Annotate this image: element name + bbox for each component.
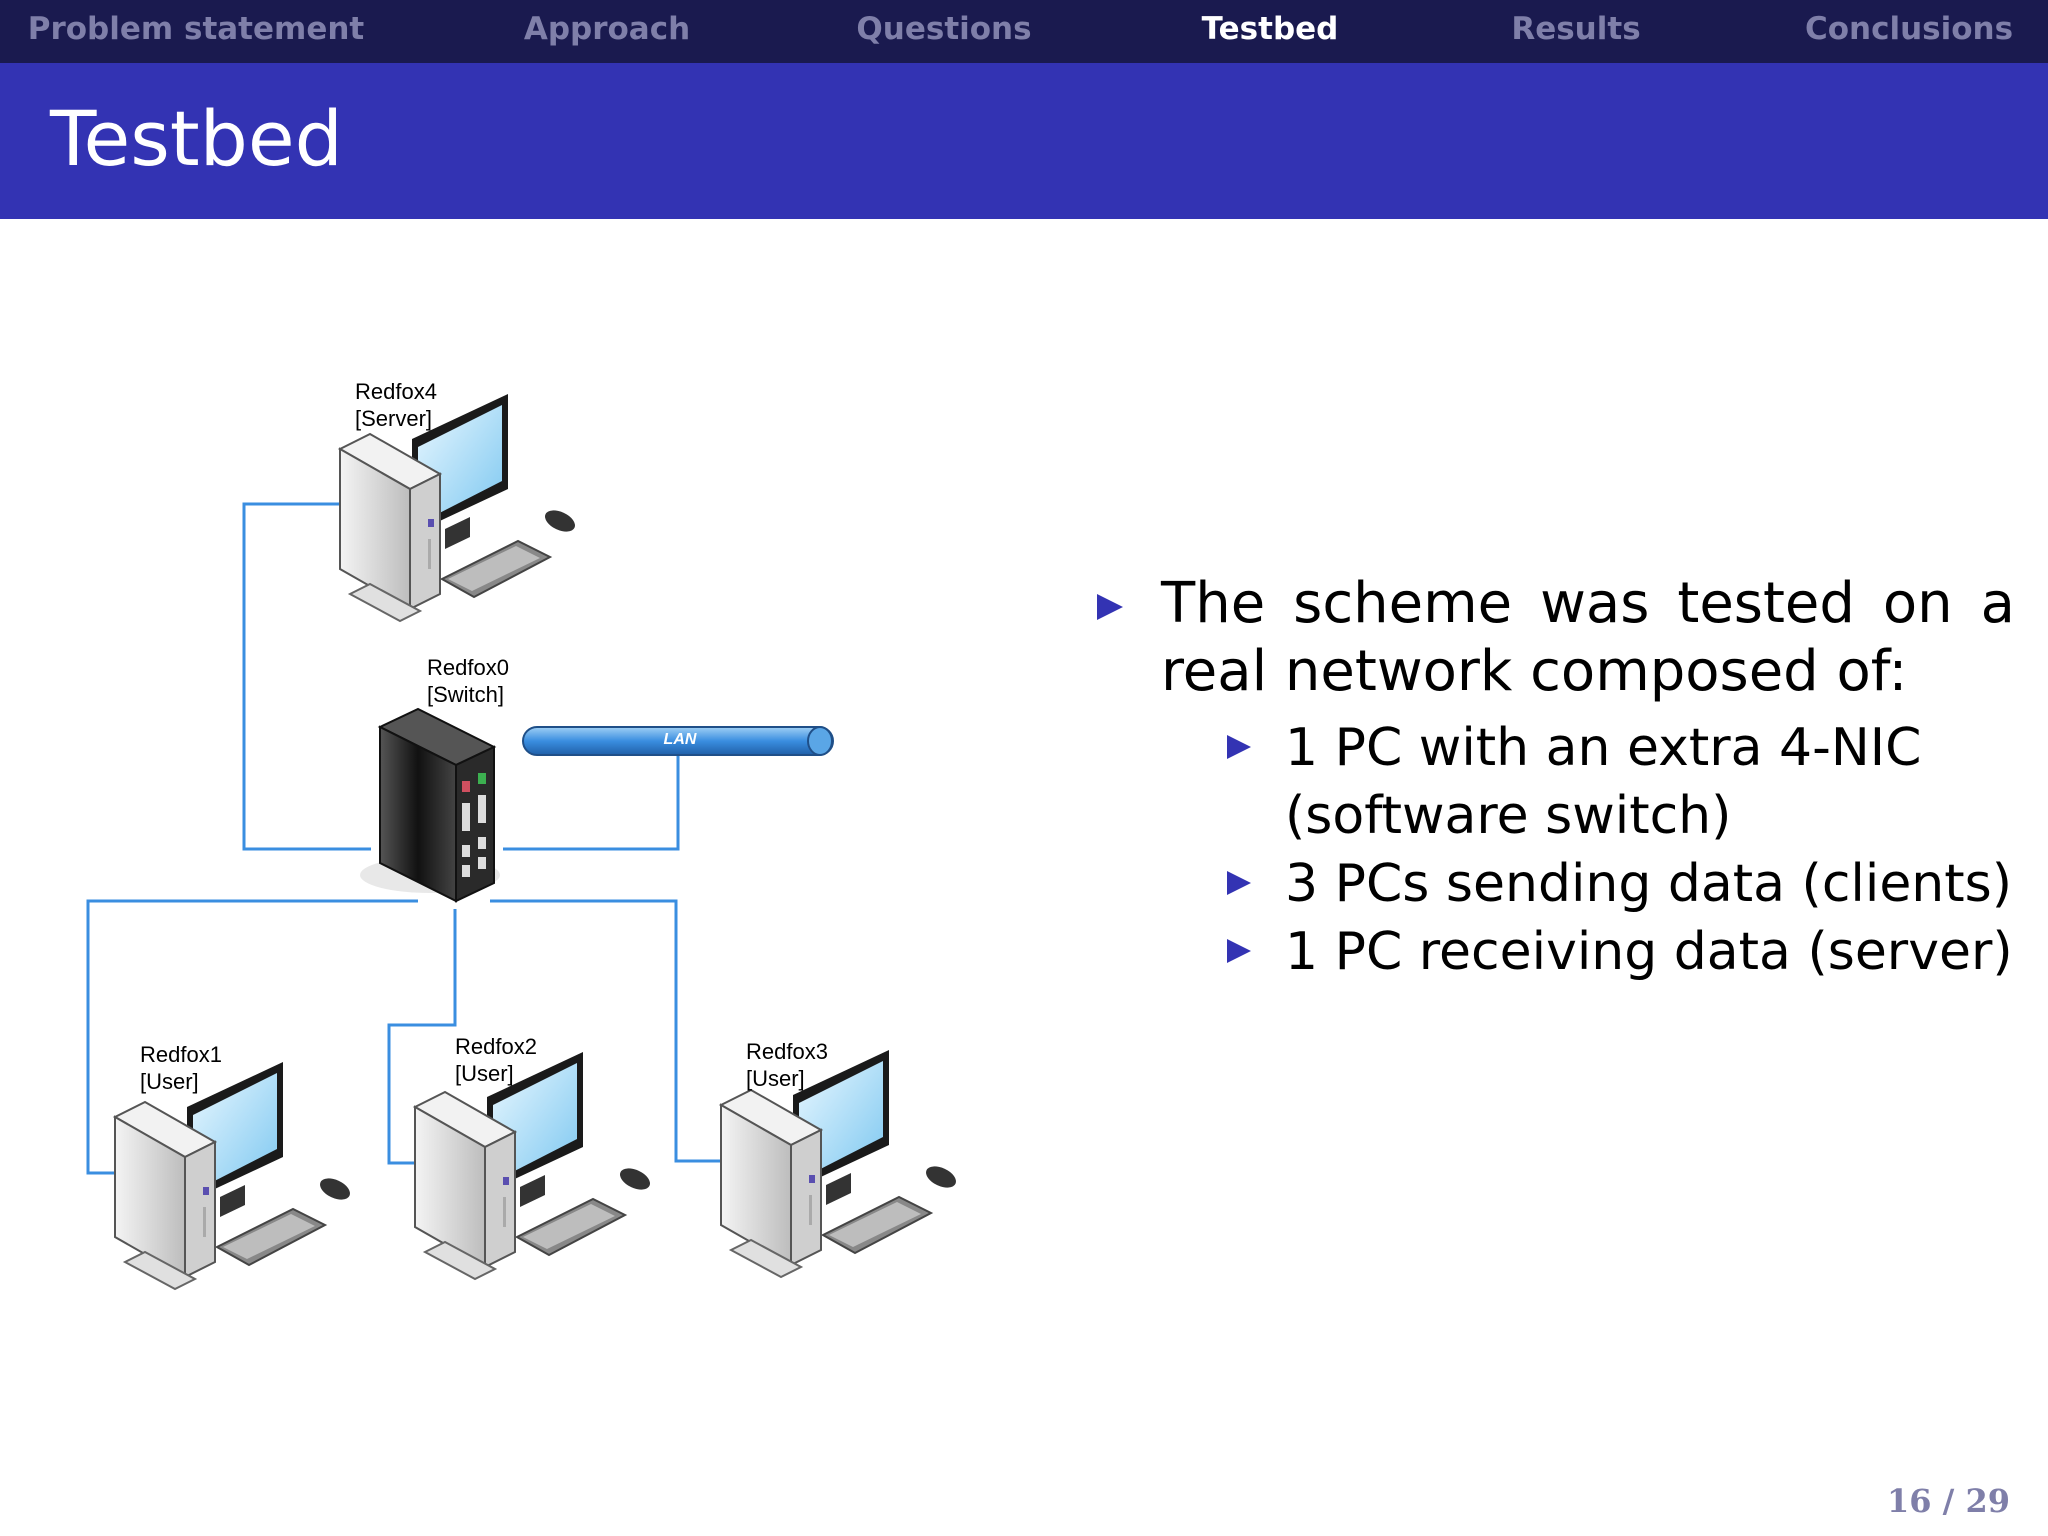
sub-bullet-item: 1 PC with an extra 4-NIC (software switc… [1227, 714, 2015, 850]
sub-bullet-text: 1 PC with an extra 4-NIC (software switc… [1285, 718, 1922, 846]
lan-label: LAN [663, 731, 697, 748]
link-switch-redfox2 [387, 909, 457, 1165]
slide-title: Testbed [50, 94, 343, 183]
node-label-redfox3: Redfox3 [User] [746, 1038, 828, 1092]
link-server-switch [242, 502, 371, 851]
node-label-redfox2: Redfox2 [User] [455, 1033, 537, 1087]
node-role: [User] [455, 1061, 514, 1086]
node-role: [Switch] [427, 682, 505, 707]
node-name: Redfox2 [455, 1034, 537, 1059]
bullet-list: The scheme was tested on a real network … [1095, 570, 2015, 986]
section-navbar: Problem statement Approach Questions Tes… [0, 0, 2048, 63]
node-name: Redfox3 [746, 1039, 828, 1064]
sub-bullet-item: 1 PC receiving data (server) [1227, 918, 2015, 986]
nav-item-questions[interactable]: Questions [856, 11, 1032, 47]
bullet-triangle-icon [1227, 735, 1251, 759]
node-role: [Server] [355, 406, 433, 431]
switch-icon [360, 707, 500, 903]
bullet-triangle-icon [1097, 594, 1123, 620]
node-name: Redfox1 [140, 1042, 222, 1067]
bullet-main: The scheme was tested on a real network … [1095, 570, 2015, 706]
network-diagram: Redfox4 [Server] Redfox0 [Switch] Redfox… [0, 219, 1000, 1359]
client-pc-icon-redfox1 [114, 1061, 355, 1290]
link-switch-redfox1 [86, 899, 418, 1175]
bullet-main-text: The scheme was tested on a real network … [1161, 571, 2015, 704]
nav-item-conclusions[interactable]: Conclusions [1804, 11, 2014, 47]
lan-segment [522, 726, 834, 756]
nav-item-testbed[interactable]: Testbed [1201, 11, 1339, 47]
node-label-redfox0: Redfox0 [Switch] [427, 654, 509, 708]
node-role: [User] [140, 1069, 199, 1094]
link-switch-lan [503, 754, 680, 851]
sub-bullet-list: 1 PC with an extra 4-NIC (software switc… [1227, 714, 2015, 986]
sub-bullet-text: 1 PC receiving data (server) [1285, 922, 2013, 982]
page-number: 16 / 29 [1886, 1482, 2010, 1520]
network-links [86, 502, 722, 1175]
node-name: Redfox4 [355, 379, 437, 404]
node-label-redfox1: Redfox1 [User] [140, 1041, 222, 1095]
network-diagram-svg [86, 393, 961, 1290]
bullet-triangle-icon [1227, 939, 1251, 963]
link-switch-redfox3 [490, 899, 722, 1163]
nav-item-approach[interactable]: Approach [523, 11, 691, 47]
sub-bullet-text: 3 PCs sending data (clients) [1285, 854, 2013, 914]
node-name: Redfox0 [427, 655, 509, 680]
sub-bullet-item: 3 PCs sending data (clients) [1227, 850, 2015, 918]
title-bar: Testbed [0, 63, 2048, 219]
node-role: [User] [746, 1066, 805, 1091]
nav-item-problem-statement[interactable]: Problem statement [27, 11, 365, 47]
nav-item-results[interactable]: Results [1511, 11, 1641, 47]
node-label-redfox4: Redfox4 [Server] [355, 378, 437, 432]
bullet-triangle-icon [1227, 871, 1251, 895]
